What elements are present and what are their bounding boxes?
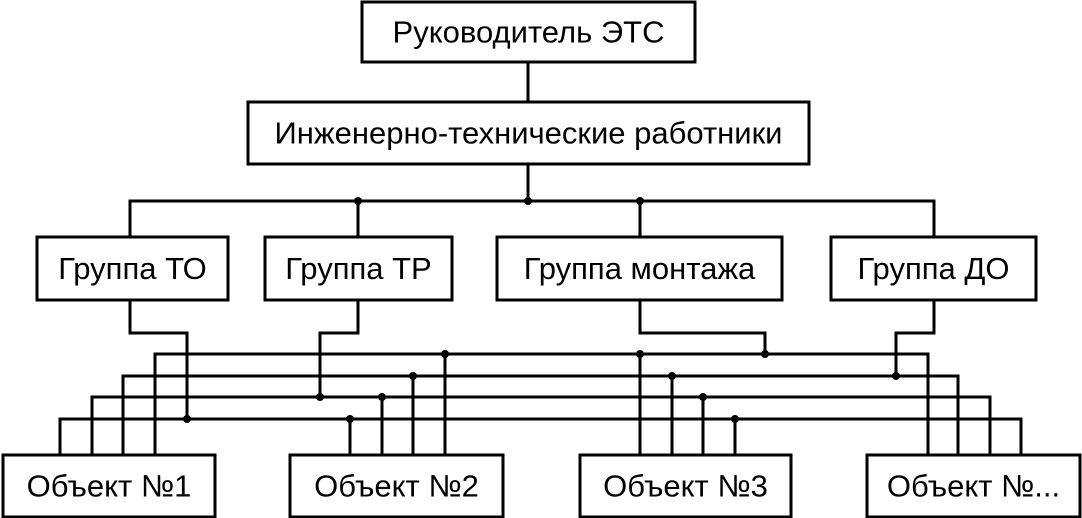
junction-dot [346, 415, 354, 423]
engineers-node: Инженерно-технические работники [246, 100, 811, 166]
object-1-node: Объект №1 [1, 453, 217, 518]
group-to-node: Группа ТО [35, 235, 230, 302]
junction-dot [316, 393, 324, 401]
junction-dot [699, 393, 707, 401]
object-3-label: Объект №3 [603, 469, 768, 504]
group-montage-label: Группа монтажа [524, 251, 756, 286]
group-montage-node: Группа монтажа [495, 235, 784, 302]
junction-dot [524, 197, 532, 205]
junction-dots [183, 197, 900, 423]
object-1-label: Объект №1 [27, 469, 192, 504]
drop-group-to [128, 298, 189, 421]
group-do-label: Группа ДО [858, 251, 1010, 286]
group-to-box [35, 235, 230, 302]
group-tr-node: Группа ТР [263, 235, 454, 302]
drop-group-do [894, 298, 936, 378]
object-2-box [288, 453, 505, 518]
object-n-label: Объект №... [887, 469, 1060, 504]
riser-object-n [926, 352, 1023, 457]
junction-dot [761, 350, 769, 358]
junction-dot [668, 372, 676, 380]
junction-dot [183, 415, 191, 423]
object-n-box [865, 453, 1082, 518]
junction-dot [441, 350, 449, 358]
junction-dot [354, 197, 362, 205]
riser-object-3 [638, 352, 737, 457]
junction-dot [636, 350, 644, 358]
group-tr-label: Группа ТР [285, 251, 431, 286]
junction-dot [378, 393, 386, 401]
riser-object-2 [348, 352, 447, 457]
object-3-node: Объект №3 [578, 453, 793, 518]
group-montage-box [495, 235, 784, 302]
object-1-box [1, 453, 217, 518]
head-label: Руководитель ЭТС [393, 15, 665, 50]
engineers-label: Инженерно-технические работники [275, 116, 783, 151]
group-do-node: Группа ДО [829, 235, 1038, 302]
head-node: Руководитель ЭТС [360, 0, 697, 64]
object-n-node: Объект №... [865, 453, 1082, 518]
head-box [360, 0, 697, 64]
group-do-box [829, 235, 1038, 302]
junction-dot [636, 197, 644, 205]
connector-lines [58, 60, 1023, 457]
group-to-label: Группа ТО [58, 251, 207, 286]
junction-dot [892, 372, 900, 380]
drop-group-tr [318, 298, 360, 399]
object-3-box [578, 453, 793, 518]
junction-dot [409, 372, 417, 380]
object-2-label: Объект №2 [314, 469, 479, 504]
group-tr-box [263, 235, 454, 302]
junction-dot [731, 415, 739, 423]
object-2-node: Объект №2 [288, 453, 505, 518]
riser-object-1 [58, 352, 157, 457]
drop-group-montage [638, 298, 767, 356]
engineers-box [246, 100, 811, 166]
